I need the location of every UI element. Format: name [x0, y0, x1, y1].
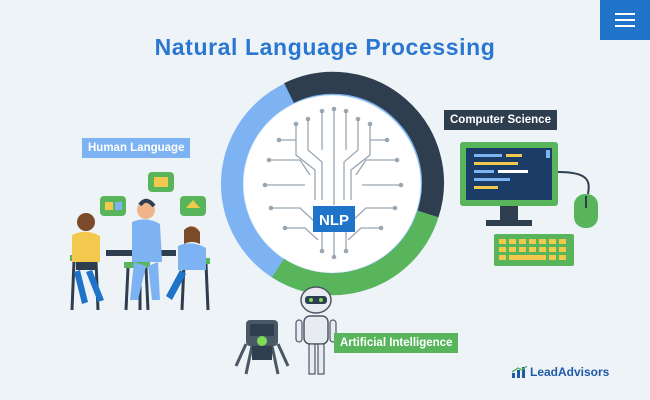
menu-button[interactable] [600, 0, 650, 40]
brand-logo[interactable]: LeadAdvisors [512, 365, 609, 379]
robot-illustration [234, 286, 337, 375]
menu-icon [615, 13, 635, 27]
brand-chart-icon [512, 366, 528, 378]
computer-illustration [460, 142, 598, 266]
label-computer-science: Computer Science [444, 110, 557, 130]
label-human-language: Human Language [82, 138, 191, 158]
label-artificial-intelligence: Artificial Intelligence [334, 333, 459, 353]
page-title: Natural Language Processing [154, 34, 496, 60]
people-illustration [70, 172, 210, 311]
circuit-brain-icon [262, 106, 404, 260]
nlp-ring [221, 71, 444, 296]
ring-inner-disk [244, 96, 420, 272]
ring-segment-computer-science [284, 71, 444, 218]
brand-name: LeadAdvisors [530, 365, 610, 379]
nlp-chip [313, 206, 355, 232]
ring-segment-artificial-intelligence [272, 210, 439, 296]
nlp-center-label: NLP [319, 212, 349, 229]
